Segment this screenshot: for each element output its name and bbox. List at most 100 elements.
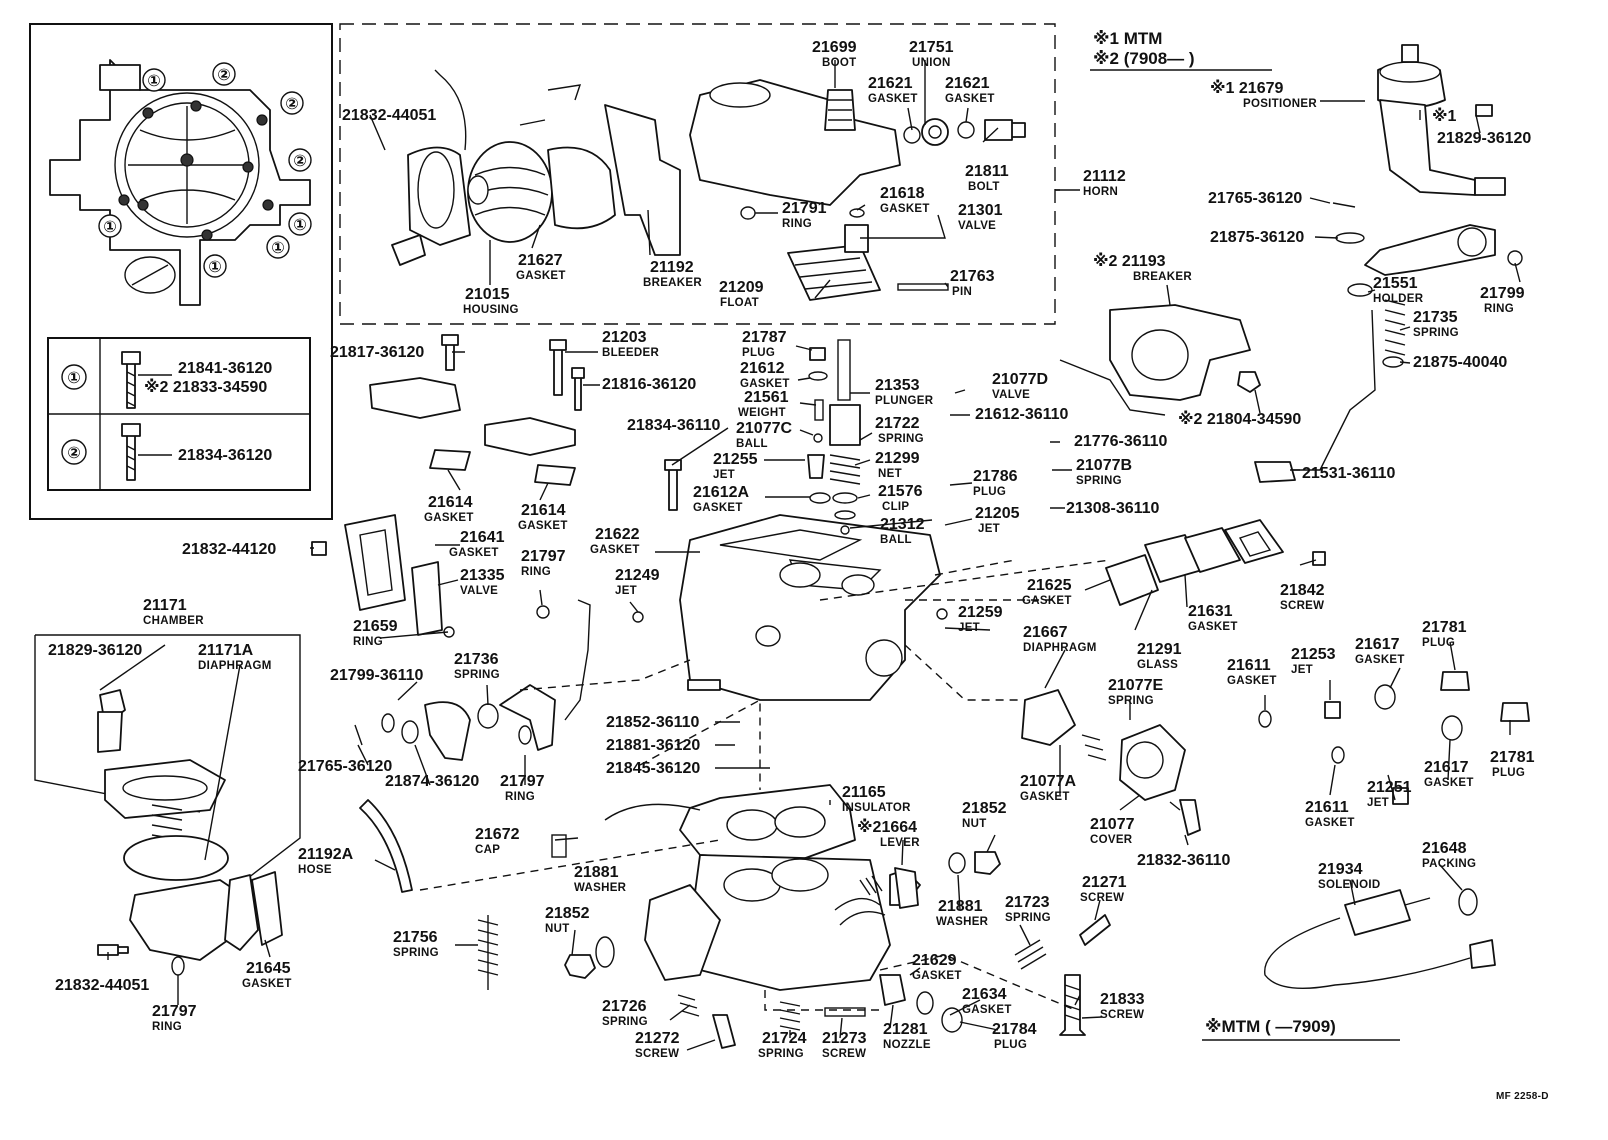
part-name: GASKET — [518, 520, 568, 532]
inset-mark: ② — [217, 67, 231, 84]
air-horn-assembly-group — [339, 23, 1056, 325]
part-name: FLOAT — [720, 297, 759, 309]
part-number: 21784 — [992, 1021, 1037, 1038]
part-name: RING — [521, 566, 551, 578]
part-number: 21832-36110 — [1137, 852, 1231, 869]
part-number: 21611 — [1227, 657, 1271, 674]
part-number: 21625 — [1027, 577, 1072, 594]
part-name: BALL — [736, 438, 768, 450]
inset-mark: ① — [147, 73, 161, 90]
part-number: 21881 — [574, 864, 619, 881]
note-date: ※2 (7908— ) — [1093, 49, 1195, 68]
part-number: 21852-36110 — [606, 714, 700, 731]
part-number: 21612A — [693, 484, 749, 501]
part-number: 21301 — [958, 202, 1003, 219]
part-name: WASHER — [936, 916, 989, 928]
part-number: 21842 — [1280, 582, 1325, 599]
part-name: SPRING — [602, 1016, 648, 1028]
part-name: GASKET — [962, 1004, 1012, 1016]
part-number: 21112 — [1083, 168, 1126, 185]
part-name: JET — [615, 585, 637, 597]
part-number: 21576 — [878, 483, 923, 500]
part-number: 21797 — [500, 773, 545, 790]
part-name: GASKET — [693, 502, 743, 514]
part-name: GASKET — [1227, 675, 1277, 687]
part-number: 21781 — [1490, 749, 1535, 766]
part-number: 21776-36110 — [1074, 433, 1168, 450]
part-number: 21817-36120 — [330, 344, 424, 361]
part-number: 21751 — [909, 39, 954, 56]
part-number: 21077A — [1020, 773, 1076, 790]
part-name: PLUNGER — [875, 395, 934, 407]
part-number: 21881 — [938, 898, 983, 915]
assembly-dashed-lines — [419, 559, 1111, 1011]
part-number: 21561 — [744, 389, 789, 406]
part-number: ※1 — [1432, 107, 1457, 125]
part-name: WASHER — [574, 882, 627, 894]
part-name: RING — [353, 636, 383, 648]
part-number: 21634 — [962, 986, 1007, 1003]
part-number: 21699 — [812, 39, 857, 56]
part-name: GLASS — [1137, 659, 1178, 671]
right-parts-drawings — [1021, 44, 1530, 990]
part-number: 21253 — [1291, 646, 1336, 663]
part-name: JET — [978, 523, 1000, 535]
reference-code: MF 2258-D — [1496, 1091, 1549, 1102]
callout-leader-lines — [99, 60, 1521, 1051]
part-number: 21192A — [298, 846, 354, 863]
part-number: 21551 — [1373, 275, 1418, 292]
part-name: GASKET — [880, 203, 930, 215]
part-name: RING — [152, 1021, 182, 1033]
part-number: 21735 — [1413, 309, 1458, 326]
part-name: DIAPHRAGM — [198, 660, 272, 672]
part-name: VALVE — [460, 585, 498, 597]
part-name: SPRING — [1005, 912, 1051, 924]
part-name: GASKET — [424, 512, 474, 524]
part-number: 21015 — [465, 286, 510, 303]
part-name: BOLT — [968, 181, 1000, 193]
part-number: 21627 — [518, 252, 563, 269]
part-number: 21829-36120 — [1437, 130, 1531, 147]
part-name: PLUG — [742, 347, 775, 359]
part-number: 21618 — [880, 185, 925, 202]
small-parts-drawings — [311, 334, 1111, 1049]
part-name: UNION — [912, 57, 951, 69]
part-number: 21756 — [393, 929, 438, 946]
note-mtm-date: ※MTM ( —7909) — [1205, 1017, 1336, 1036]
part-name: WEIGHT — [738, 407, 786, 419]
part-name: HOLDER — [1373, 293, 1424, 305]
part-number: 21829-36120 — [48, 642, 142, 659]
part-number: 21786 — [973, 468, 1018, 485]
part-number: 21832-44051 — [342, 107, 436, 124]
part-name: NUT — [962, 818, 987, 830]
bolt-key-table: ① ② 21841-36120 ※2 21833-34590 21834-361… — [47, 337, 311, 491]
part-name: GASKET — [449, 547, 499, 559]
part-number: 21629 — [912, 952, 957, 969]
part-name: NUT — [545, 923, 570, 935]
part-name: SPRING — [1076, 475, 1122, 487]
part-number: 21724 — [762, 1030, 807, 1047]
part-number: 21874-36120 — [385, 773, 479, 790]
part-name: CAP — [475, 844, 500, 856]
part-number: 21077D — [992, 371, 1048, 388]
part-name: GASKET — [868, 93, 918, 105]
carburetor-body-drawings — [604, 514, 941, 991]
part-name: GASKET — [1305, 817, 1355, 829]
part-number: 21645 — [246, 960, 291, 977]
part-number: 21765-36120 — [1208, 190, 1302, 207]
part-number: 21763 — [950, 268, 995, 285]
part-name: PACKING — [1422, 858, 1476, 870]
part-number: ※2 21804-34590 — [1178, 410, 1301, 428]
part-number: 21611 — [1305, 799, 1349, 816]
key-row1-symbol: ① — [67, 370, 81, 387]
part-name: PLUG — [1422, 637, 1455, 649]
part-name: SPRING — [454, 669, 500, 681]
part-number: 21335 — [460, 567, 505, 584]
part-number: 21811 — [965, 163, 1009, 180]
part-name: GASKET — [1020, 791, 1070, 803]
part-number: 21832-44120 — [182, 541, 276, 558]
part-number: ※1 21679 — [1210, 79, 1283, 97]
part-number: 21171A — [198, 642, 254, 659]
part-name: SCREW — [1080, 892, 1124, 904]
